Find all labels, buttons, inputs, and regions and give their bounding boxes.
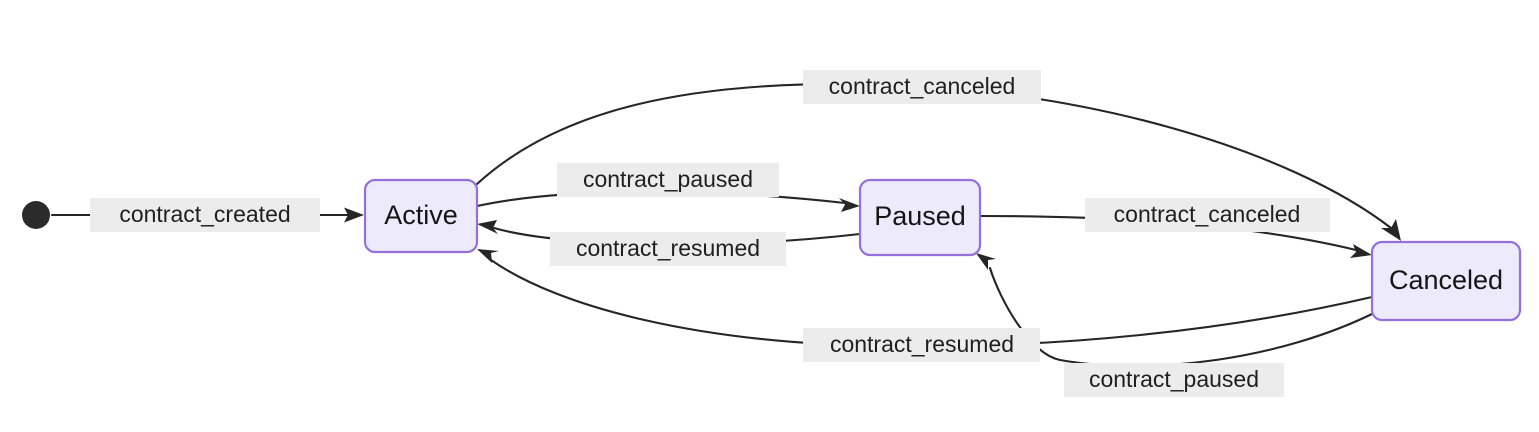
- state-node-active[interactable]: Active: [363, 178, 479, 254]
- arrowhead-paused-to-active: [477, 220, 498, 234]
- state-box-paused[interactable]: [858, 178, 982, 257]
- state-label-paused: Paused: [874, 201, 966, 231]
- edge-label-text-contract-paused-mid: contract_paused: [583, 166, 753, 192]
- start-point-circle[interactable]: [22, 201, 50, 229]
- state-box-canceled[interactable]: [1370, 240, 1522, 322]
- edge-label-text-contract-created: contract_created: [119, 201, 290, 227]
- edge-label-bg-contract-resumed-mid: [550, 232, 786, 266]
- edge-label-bg-contract-canceled-top: [803, 70, 1041, 104]
- arrowhead-canceled-to-paused: [976, 253, 996, 270]
- edge-label-bg-contract-resumed-bottom: [803, 328, 1040, 362]
- arrowhead-active-to-paused: [839, 198, 860, 212]
- arrowhead-active-to-canceled: [1381, 219, 1401, 241]
- state-box-active[interactable]: [363, 178, 479, 254]
- state-label-active: Active: [384, 200, 458, 230]
- arrowhead-canceled-to-active: [477, 249, 499, 263]
- edge-label-contract-canceled-top: contract_canceled: [803, 70, 1041, 104]
- edge-label-contract-paused-mid: contract_paused: [557, 163, 779, 197]
- edge-label-contract-paused-bottom: contract_paused: [1064, 363, 1284, 397]
- arrowhead-paused-to-canceled: [1350, 244, 1372, 258]
- edge-label-bg-contract-canceled-right: [1085, 198, 1330, 232]
- arrowhead-start-to-active: [344, 207, 364, 223]
- state-label-canceled: Canceled: [1389, 265, 1503, 295]
- edge-label-text-contract-resumed-bottom: contract_resumed: [830, 331, 1014, 357]
- state-node-canceled[interactable]: Canceled: [1370, 240, 1522, 322]
- edge-label-text-contract-canceled-right: contract_canceled: [1114, 201, 1301, 227]
- edge-label-contract-resumed-mid: contract_resumed: [550, 232, 786, 266]
- edge-label-bg-contract-paused-bottom: [1064, 363, 1284, 397]
- edge-label-text-contract-resumed-mid: contract_resumed: [576, 235, 760, 261]
- edge-label-bg-contract-paused-mid: [557, 163, 779, 197]
- state-node-paused[interactable]: Paused: [858, 178, 982, 257]
- edge-label-contract-resumed-bottom: contract_resumed: [803, 328, 1040, 362]
- edge-label-text-contract-paused-bottom: contract_paused: [1089, 366, 1259, 392]
- state-node-start[interactable]: [22, 201, 50, 229]
- edge-label-bg-contract-created: [90, 198, 320, 232]
- edge-label-text-contract-canceled-top: contract_canceled: [829, 73, 1016, 99]
- edge-label-contract-canceled-right: contract_canceled: [1085, 198, 1330, 232]
- edge-label-contract-created: contract_created: [90, 198, 320, 232]
- edge-path-canceled-to-paused: [988, 266, 1378, 368]
